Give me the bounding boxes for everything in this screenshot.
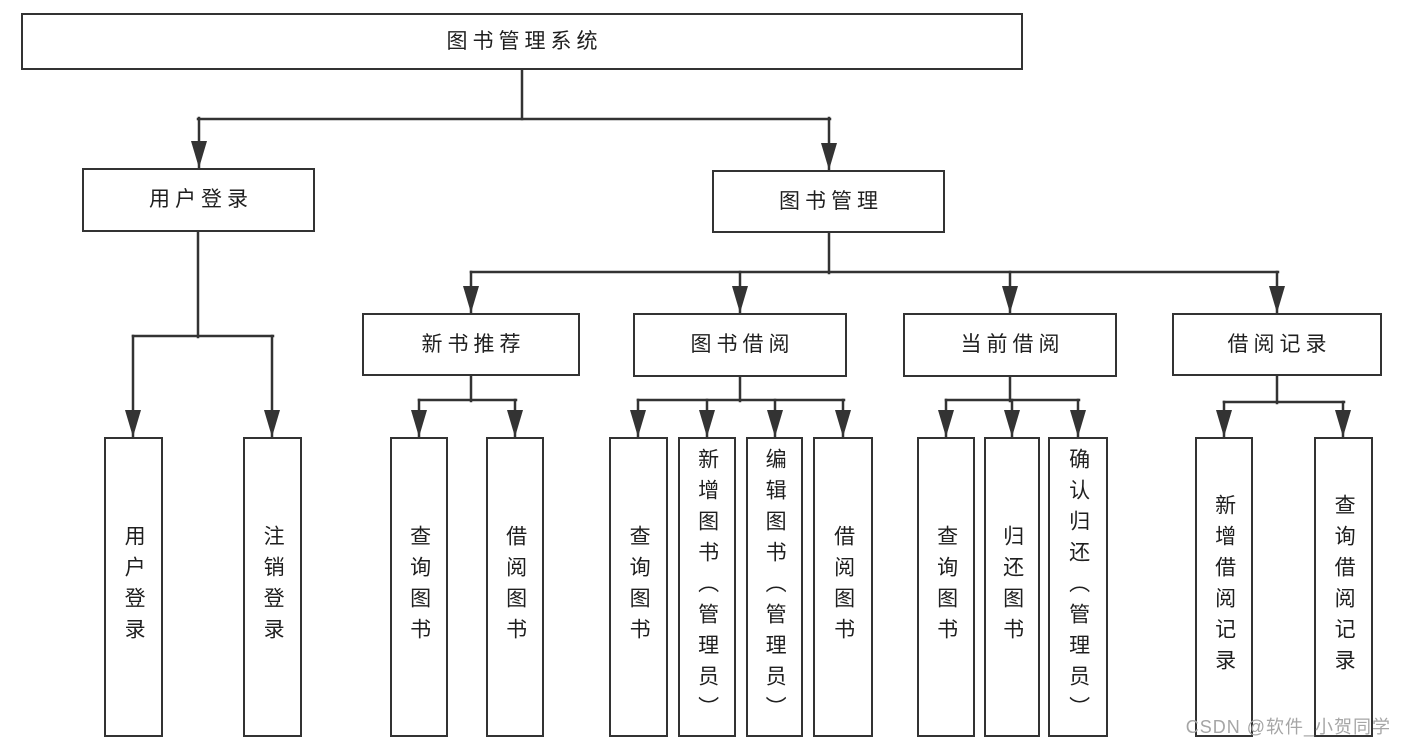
node-label: 新书推荐 [421,332,526,356]
arrowhead-icon [463,286,479,313]
node-leaf-query-books-borrow: 查询图书 [609,437,668,737]
arrowhead-icon [264,410,280,437]
node-label: 借阅记录 [1227,332,1332,356]
node-label: 查询借阅记录 [1332,494,1356,680]
arrowhead-icon [1335,410,1351,437]
node-borrow-records: 借阅记录 [1172,313,1382,376]
node-label: 图书管理 [779,189,883,213]
arrowhead-icon [411,410,427,437]
node-label: 确认归还（管理员） [1066,447,1090,727]
node-user-login: 用户登录 [82,168,315,232]
node-label: 编辑图书（管理员） [763,447,787,727]
arrowhead-icon [630,410,646,437]
watermark: CSDN @软件_小贺同学 [1185,717,1391,737]
node-label: 归还图书 [1000,525,1024,649]
node-label: 用户登录 [122,525,146,649]
node-leaf-logout: 注销登录 [243,437,302,737]
arrowhead-icon [125,410,141,437]
node-leaf-edit-books-admin: 编辑图书（管理员） [746,437,803,737]
arrowhead-icon [835,410,851,437]
node-label: 查询图书 [627,525,651,649]
arrowhead-icon [821,143,837,170]
arrowhead-icon [767,410,783,437]
arrowhead-icon [938,410,954,437]
node-leaf-confirm-return-admin: 确认归还（管理员） [1048,437,1108,737]
node-label: 借阅图书 [831,525,855,649]
node-leaf-query-books-recommend: 查询图书 [390,437,448,737]
node-new-book-recommend: 新书推荐 [362,313,580,376]
node-label: 当前借阅 [960,333,1065,357]
node-label: 图书管理系统 [446,29,603,53]
arrowhead-icon [1002,286,1018,313]
node-leaf-add-borrow-record: 新增借阅记录 [1195,437,1253,737]
node-label: 用户登录 [149,188,253,212]
node-current-borrow: 当前借阅 [903,313,1117,377]
arrowhead-icon [1004,410,1020,437]
node-book-borrow: 图书借阅 [633,313,847,377]
node-book-management: 图书管理 [712,170,945,233]
arrowhead-icon [699,410,715,437]
arrowhead-icon [191,141,207,168]
node-label: 新增图书（管理员） [695,447,719,727]
node-leaf-borrow-books: 借阅图书 [813,437,873,737]
node-label: 注销登录 [261,525,285,649]
node-label: 借阅图书 [503,525,527,649]
node-label: 查询图书 [934,525,958,649]
node-root: 图书管理系统 [21,13,1023,70]
node-label: 图书借阅 [690,333,795,357]
arrowhead-icon [732,286,748,313]
node-leaf-borrow-books-recommend: 借阅图书 [486,437,544,737]
node-leaf-query-borrow-record: 查询借阅记录 [1314,437,1373,737]
arrowhead-icon [1216,410,1232,437]
arrowhead-icon [1070,410,1086,437]
node-label: 新增借阅记录 [1212,494,1236,680]
node-leaf-return-books: 归还图书 [984,437,1040,737]
node-leaf-query-books-current: 查询图书 [917,437,975,737]
node-leaf-user-login: 用户登录 [104,437,163,737]
node-leaf-add-books-admin: 新增图书（管理员） [678,437,736,737]
arrowhead-icon [1269,286,1285,313]
node-label: 查询图书 [407,525,431,649]
arrowhead-icon [507,410,523,437]
